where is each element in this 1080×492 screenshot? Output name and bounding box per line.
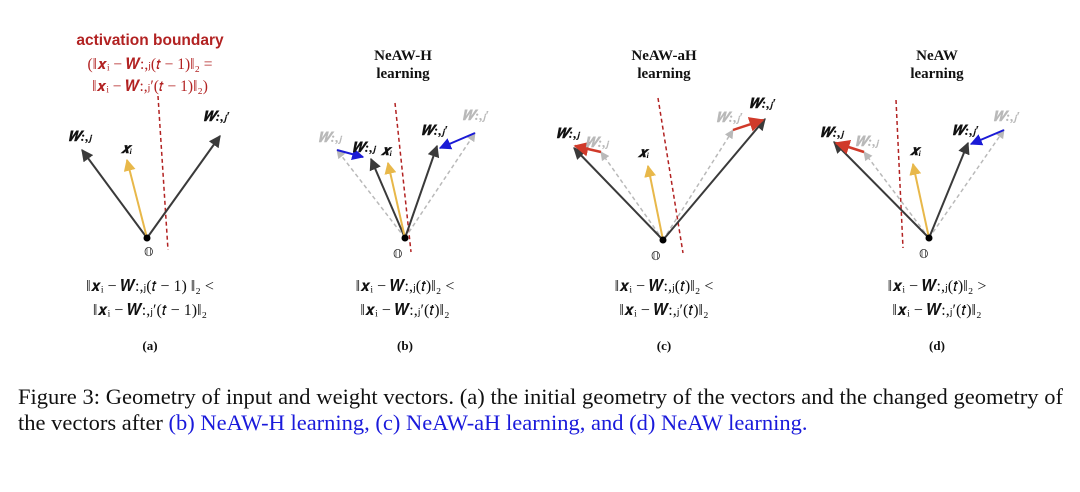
caption-link[interactable]: (b) NeAW-H learning, (c) NeAW-aH learnin… [168,410,808,435]
inequality-d-line1: ‖𝒙ᵢ − 𝑾:,ⱼ(𝑡)‖₂ > [888,278,987,295]
label-origin-d: 𝕆 [919,247,928,261]
input-vector-xi-b [384,161,406,239]
label-wjp-a: 𝑾:,ⱼ′ [203,110,230,125]
label-wj-old-b: 𝑾:,ⱼ [318,131,343,146]
activation-boundary-d [895,99,904,249]
inequality-c-line2: ‖𝒙ᵢ − 𝑾:,ⱼ′(𝑡)‖₂ [619,302,708,319]
panel-c: NeAW-aH learning 𝑾:,ⱼ 𝑾:,ⱼ 𝒙ᵢ 𝑾:,ⱼ′ 𝑾:,ⱼ… [556,48,776,353]
label-wjp-c: 𝑾:,ⱼ′ [749,97,776,112]
label-origin-c: 𝕆 [651,249,660,263]
label-wj-a: 𝑾:,ⱼ [68,130,93,145]
label-wj-old-d: 𝑾:,ⱼ [855,135,880,150]
update-wj-b [336,148,365,160]
panel-b-letter: (b) [397,338,413,353]
old-weight-wj-c [600,151,664,241]
panel-b-title-line1: NeAW-H [374,48,432,64]
inequality-a-line1: ‖𝒙ᵢ − 𝑾:,ⱼ(𝑡 − 1) ‖₂ < [86,278,214,295]
input-vector-xi-d [909,162,930,239]
weight-vector-wj-c [573,147,664,241]
update-wj-d [834,139,865,155]
origin-point-b [401,234,409,242]
inequality-d-line2: ‖𝒙ᵢ − 𝑾:,ⱼ′(𝑡)‖₂ [892,302,981,319]
inequality-a-line2: ‖𝒙ᵢ − 𝑾:,ⱼ′(𝑡 − 1)‖₂ [93,302,207,319]
weight-vector-wjp-b [404,144,440,239]
panel-d-title-line2: learning [910,66,964,82]
weight-vector-wj-b [369,157,406,239]
activation-boundary-b [394,102,412,253]
panel-d-title-line1: NeAW [916,48,958,64]
old-weight-wjp-c [662,129,734,241]
figure-caption: Figure 3: Geometry of input and weight v… [18,384,1063,436]
label-xi-b: 𝒙ᵢ [380,144,393,159]
input-vector-xi-a [123,158,148,239]
label-wjp-d: 𝑾:,ⱼ′ [952,124,979,139]
panel-a-title-line2: (‖𝒙ᵢ − 𝑾:,ⱼ(𝑡 − 1)‖₂ = [87,56,212,73]
old-weight-wj-d [863,151,930,239]
inequality-b-line1: ‖𝒙ᵢ − 𝑾:,ⱼ(𝑡)‖₂ < [356,278,455,295]
panel-a-title-line3: ‖𝒙ᵢ − 𝑾:,ⱼ′(𝑡 − 1)‖₂) [92,78,208,95]
update-wjp-b [438,132,476,150]
panel-b-title-line2: learning [376,66,430,82]
activation-boundary-c [657,97,684,254]
old-weight-wj-b [336,149,406,239]
weight-vector-wj-d [833,141,930,239]
label-origin-a: 𝕆 [144,245,153,259]
weight-vector-wj-a [81,149,148,239]
panel-a-title-line1: activation boundary [76,32,224,49]
update-wjp-c [732,117,765,132]
old-weight-wjp-b [404,132,476,239]
panel-c-title-line2: learning [637,66,691,82]
label-wjp-old-d: 𝑾:,ⱼ′ [993,110,1020,125]
panel-c-letter: (c) [657,338,671,353]
panel-d: NeAW learning 𝑾:,ⱼ 𝑾:,ⱼ 𝒙ᵢ 𝑾:,ⱼ′ 𝑾:,ⱼ′ 𝕆… [820,48,1020,353]
weight-vector-wjp-c [662,118,766,241]
update-wjp-d [969,129,1005,146]
label-wjp-old-c: 𝑾:,ⱼ′ [716,111,743,126]
activation-boundary-a [157,95,169,251]
label-wj-c: 𝑾:,ⱼ [556,127,581,142]
inequality-c-line1: ‖𝒙ᵢ − 𝑾:,ⱼ(𝑡)‖₂ < [615,278,714,295]
weight-vector-wjp-d [928,141,970,239]
label-xi-d: 𝒙ᵢ [909,144,922,159]
panel-a: activation boundary (‖𝒙ᵢ − 𝑾:,ⱼ(𝑡 − 1)‖₂… [68,32,230,353]
inequality-b-line2: ‖𝒙ᵢ − 𝑾:,ⱼ′(𝑡)‖₂ [360,302,449,319]
panel-c-title-line1: NeAW-aH [631,48,697,64]
label-xi-a: 𝒙ᵢ [120,142,133,157]
panel-b: NeAW-H learning 𝑾:,ⱼ 𝑾:,ⱼ 𝒙ᵢ 𝑾:,ⱼ′ 𝑾:,ⱼ′… [318,48,489,353]
panel-d-letter: (d) [929,338,945,353]
caption-text: Figure 3: Geometry of input and weight v… [18,384,1063,435]
label-wj-b: 𝑾:,ⱼ [352,141,377,156]
update-wj-c [573,141,602,157]
panel-a-letter: (a) [142,338,157,353]
label-wj-d: 𝑾:,ⱼ [820,126,845,141]
weight-vector-wjp-a [146,135,221,239]
input-vector-xi-c [644,164,664,241]
label-xi-c: 𝒙ᵢ [637,146,650,161]
label-wjp-b: 𝑾:,ⱼ′ [421,124,448,139]
origin-point-c [659,236,667,244]
label-origin-b: 𝕆 [393,247,402,261]
old-weight-wjp-d [928,129,1005,239]
label-wjp-old-b: 𝑾:,ⱼ′ [462,109,489,124]
origin-point-a [143,234,151,242]
label-wj-old-c: 𝑾:,ⱼ [585,136,610,151]
origin-point-d [925,234,933,242]
